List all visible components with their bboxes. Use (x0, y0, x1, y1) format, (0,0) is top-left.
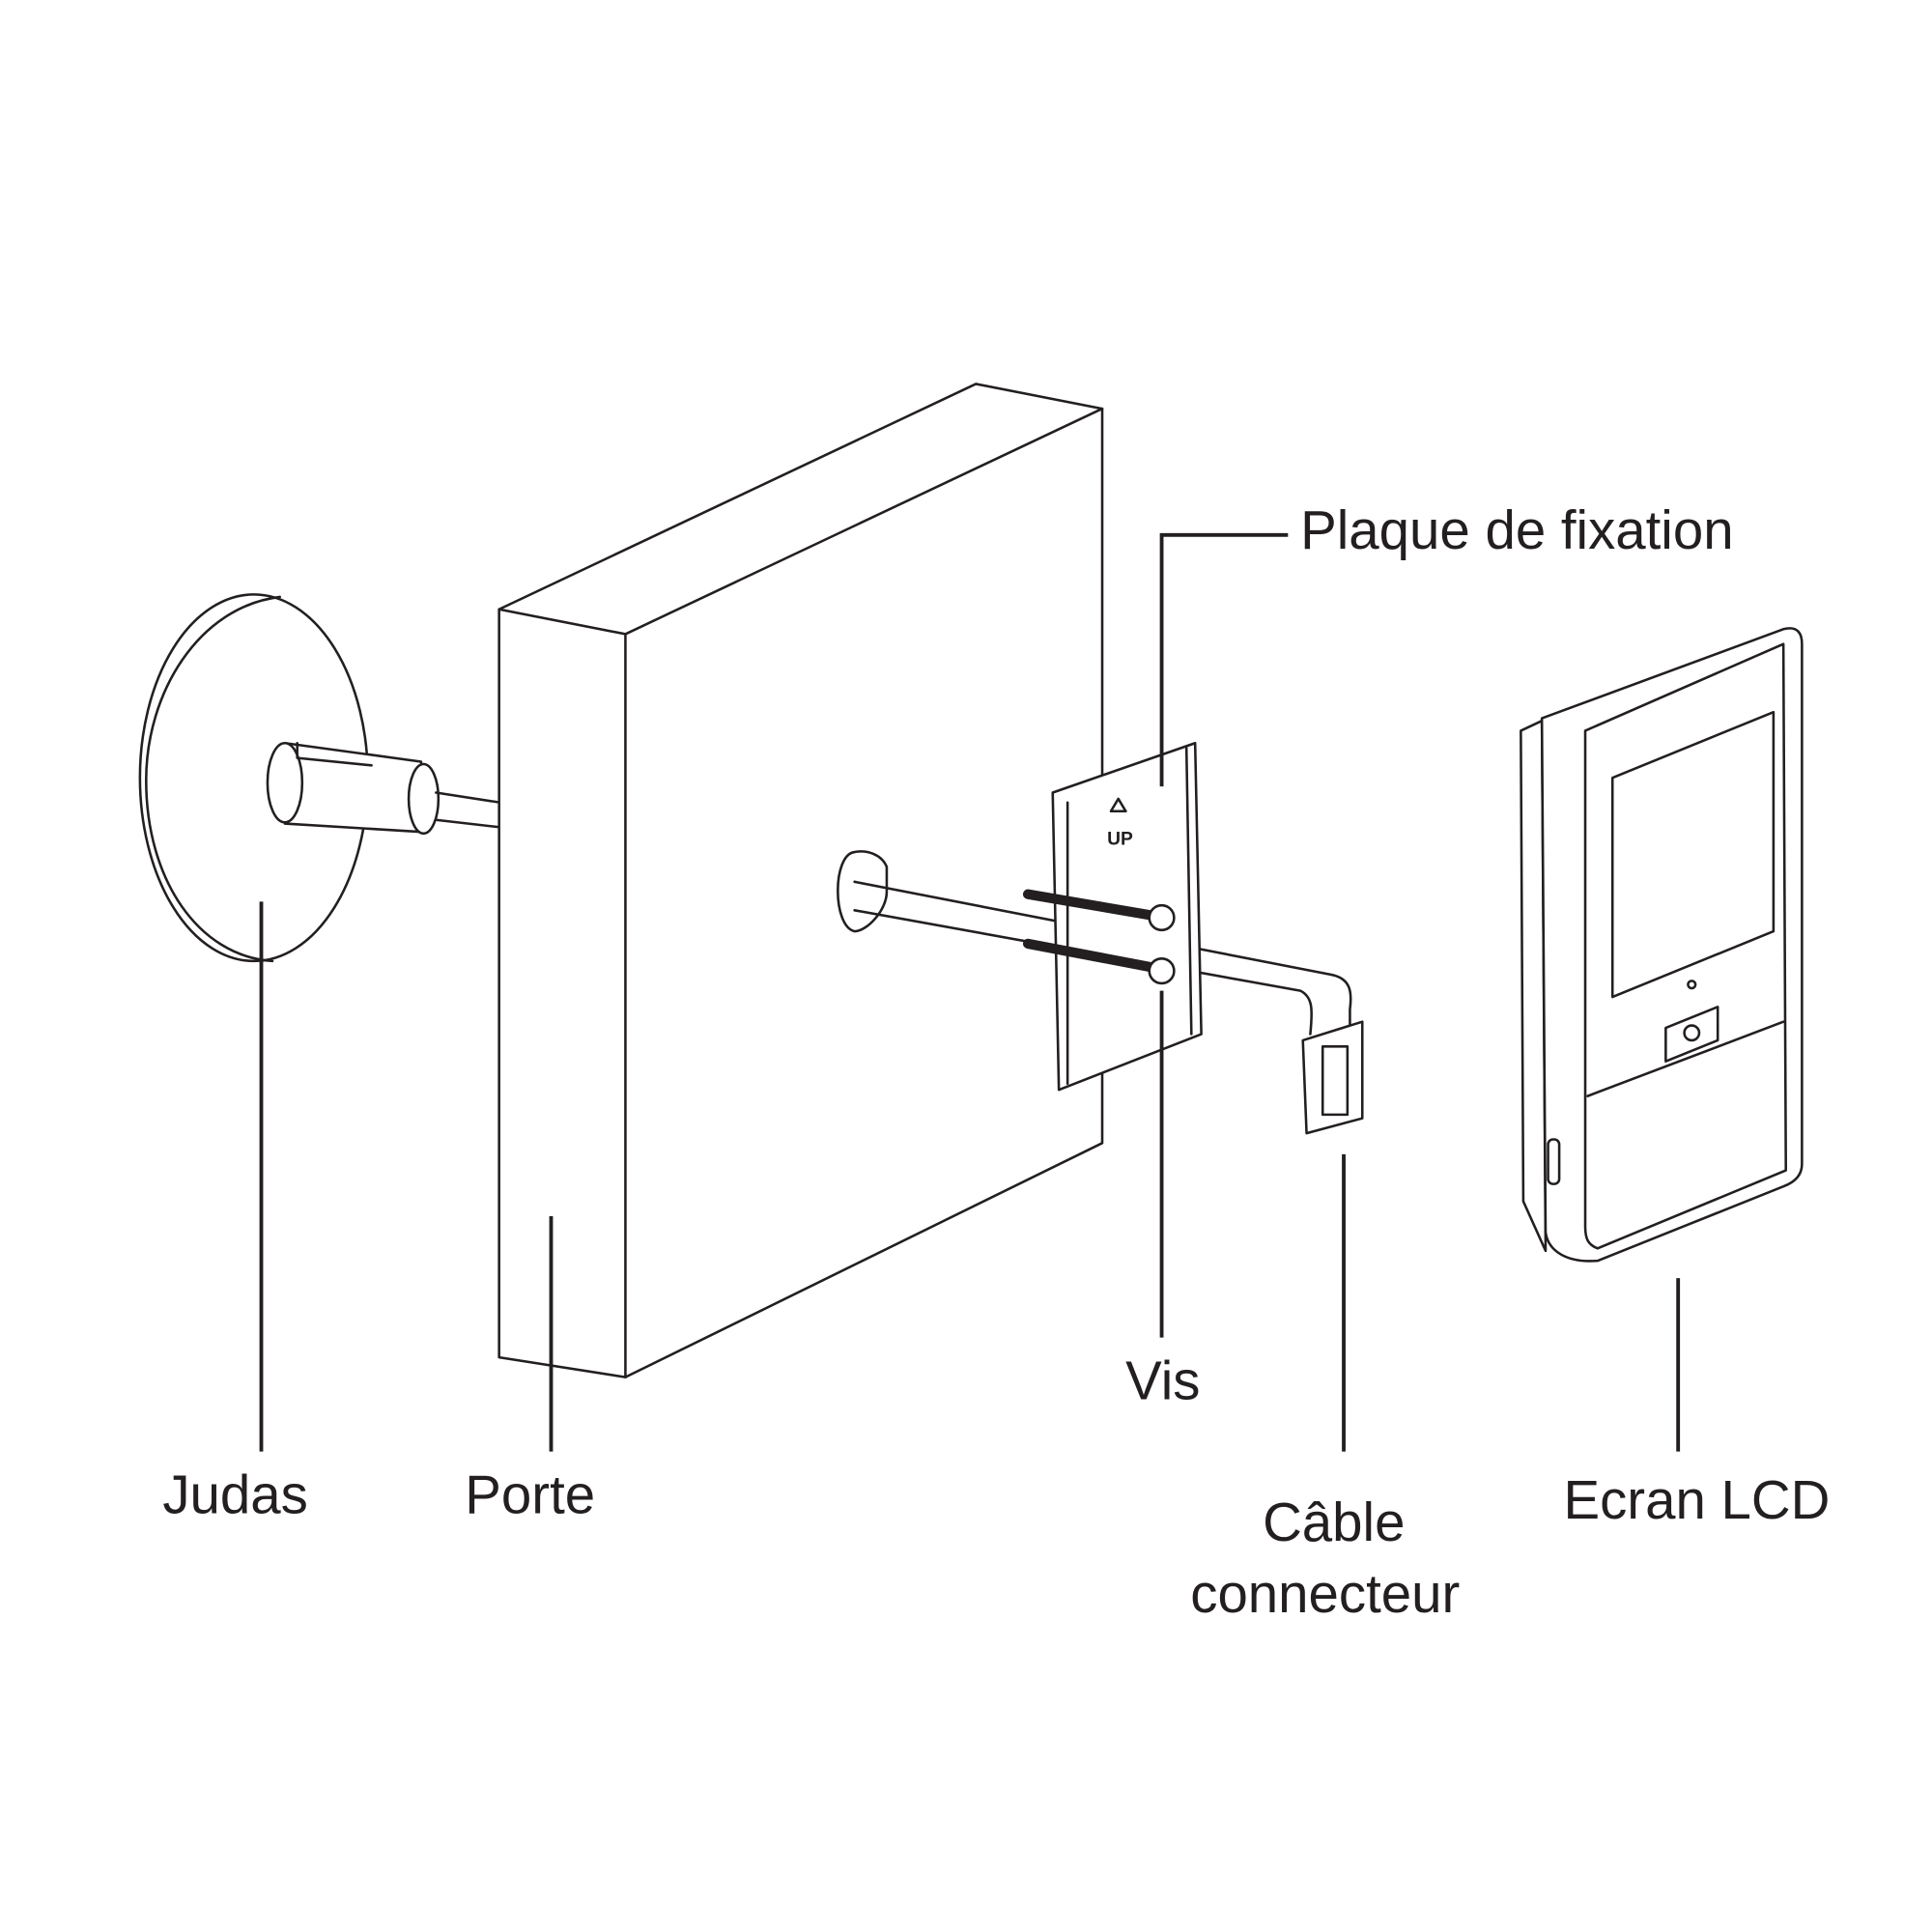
plate-up-marking: UP (1107, 829, 1133, 849)
door-porte (497, 383, 1104, 1378)
label-judas: Judas (162, 1464, 308, 1525)
connector-cable (837, 850, 1364, 1135)
label-connecteur: connecteur (1190, 1563, 1460, 1624)
lcd-screen-ecran (1520, 627, 1804, 1263)
display-area (1610, 710, 1776, 999)
mounting-plate: UP (1051, 741, 1203, 1092)
label-porte: Porte (465, 1464, 595, 1525)
leader-lines (259, 532, 1681, 1452)
label-ecran-lcd: Ecran LCD (1563, 1469, 1830, 1530)
power-button (1664, 1006, 1719, 1063)
screws-vis (1022, 889, 1176, 985)
label-vis: Vis (1125, 1350, 1200, 1411)
peephole-judas (138, 593, 502, 963)
label-plaque-de-fixation: Plaque de fixation (1300, 499, 1733, 560)
label-cable: Câble (1263, 1492, 1405, 1552)
